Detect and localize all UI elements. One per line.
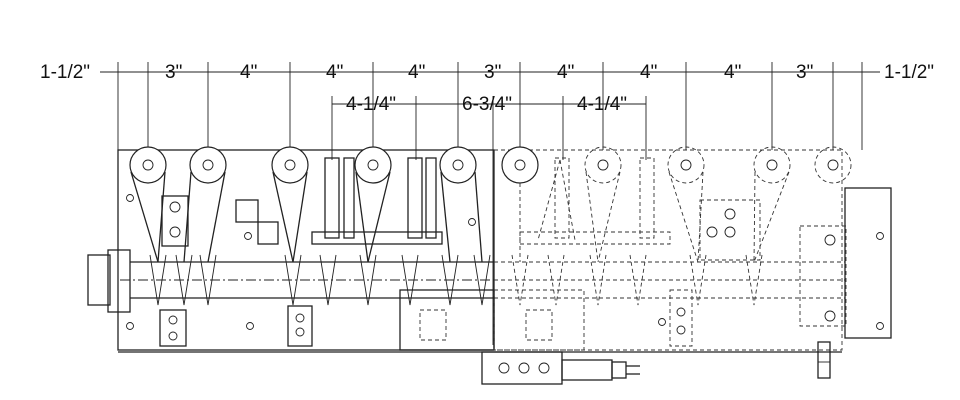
pulley-6 [501,146,539,184]
dim-top-4: 4" [326,62,343,83]
second-dimension-row: 4-1/4" 6-3/4" 4-1/4" [331,94,647,345]
main-plate-dashed [494,149,843,351]
pulley-8 [667,146,705,263]
drive-shaft [120,261,845,299]
dim-top-7: 4" [557,62,574,83]
bottom-switch-assembly [481,351,640,385]
plate-holes [126,194,666,330]
dim-second-3: 4-1/4" [577,94,627,115]
shaft-collar [107,249,131,313]
pulley-5 [439,146,483,263]
dim-second-2: 6-3/4" [462,94,512,115]
pulley-10 [814,146,852,184]
dim-top-10: 3" [796,62,813,83]
dim-top-9: 4" [724,62,741,83]
idler-brackets [311,157,671,245]
pulley-9 [753,146,791,263]
bottom-stud [817,341,831,379]
pulley-1 [129,146,167,263]
dim-top-3: 4" [240,62,257,83]
shaft-end-cap [87,254,111,306]
dim-top-11: 1-1/2" [884,62,934,83]
pulley-3 [271,146,309,263]
dim-top-1: 1-1/2" [40,62,90,83]
dim-top-2: 3" [165,62,182,83]
pulley-4 [354,146,392,263]
dim-second-1: 4-1/4" [346,94,396,115]
pulleys-solid [129,146,539,263]
dim-top-8: 4" [640,62,657,83]
dim-top-5: 4" [408,62,425,83]
dim-top-6: 3" [484,62,501,83]
pulley-2 [183,146,227,263]
pulley-7 [584,146,622,263]
sheaves-solid [149,254,491,306]
right-bracket [844,187,892,339]
top-dimension-row: 1-1/2" 3" 4" 4" 4" 3" 4" 4" 4" 3" 1-1/2" [40,62,934,150]
pulleys-dashed [519,146,852,263]
mounting-blocks [159,195,847,351]
